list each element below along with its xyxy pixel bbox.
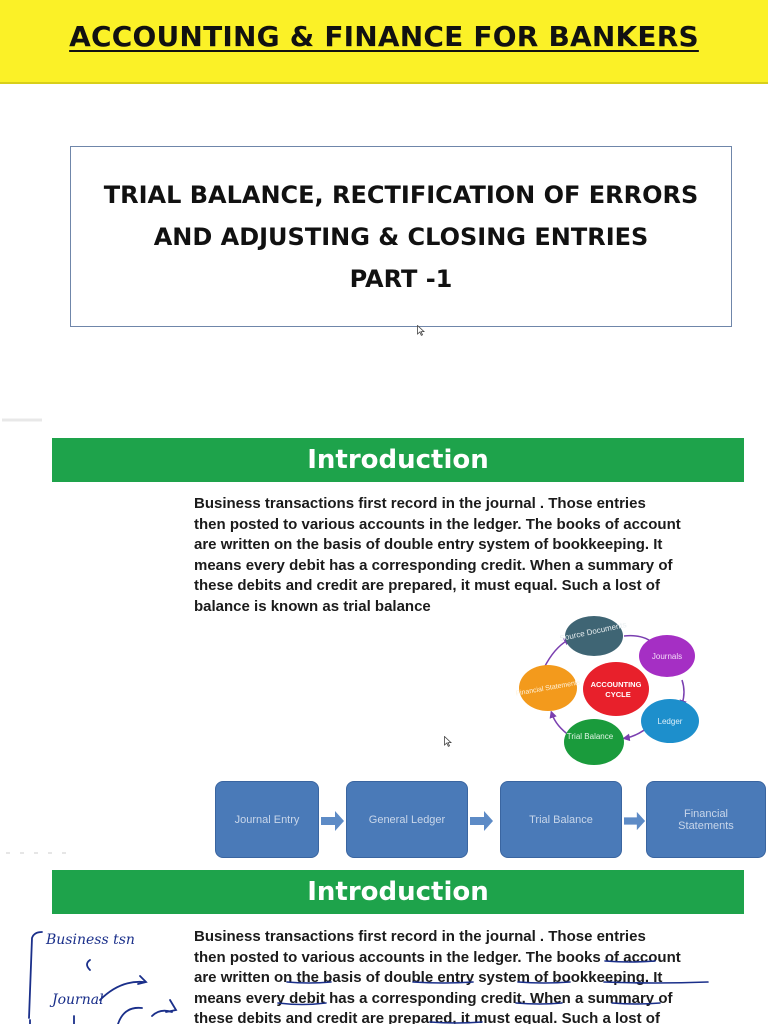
cycle-node-trial-balance	[564, 719, 624, 765]
cycle-center-label: ACCOUNTING	[591, 680, 642, 689]
slide2-line: are written on the basis of double entry…	[194, 969, 663, 987]
title-line-3: PART -1	[349, 265, 453, 293]
slide2-heading-bar: Introduction	[52, 870, 744, 914]
cycle-label: Trial Balance	[567, 732, 614, 741]
flow-step-financial-statements: Financial Statements	[646, 781, 766, 858]
slide2-paragraph: Business transactions first record in th…	[194, 927, 764, 1024]
flow-step-journal-entry: Journal Entry	[215, 781, 319, 858]
flow-step-label: Journal Entry	[234, 813, 300, 826]
header-banner: ACCOUNTING & FINANCE FOR BANKERS	[0, 0, 768, 84]
cycle-node-journals	[639, 635, 695, 677]
flow-arrow-icon	[321, 811, 344, 831]
accounting-cycle-diagram: Source Documents Journals ACCOUNTING CYC…	[515, 616, 699, 765]
slide1-heading: Introduction	[307, 445, 489, 475]
slide2-line: then posted to various accounts in the l…	[194, 948, 681, 966]
cycle-node-source-documents	[565, 616, 623, 656]
header-title: ACCOUNTING & FINANCE FOR BANKERS	[69, 20, 699, 53]
slide1-line: balance is known as trial balance	[194, 597, 431, 615]
flow-step-general-ledger: General Ledger	[346, 781, 468, 858]
cycle-node-center	[583, 662, 649, 716]
slide1-paragraph: Business transactions first record in th…	[194, 494, 764, 618]
cycle-label: Journals	[652, 652, 682, 661]
handwritten-notes: Business tsn Journal	[28, 931, 178, 1024]
handwriting-text: Journal	[49, 992, 104, 1008]
flow-arrow-icon	[470, 811, 493, 831]
faded-artifact	[6, 852, 66, 854]
slide1-heading-bar: Introduction	[52, 438, 744, 482]
slide2-line: Business transactions first record in th…	[194, 928, 646, 945]
flow-step-label: Financial Statements	[678, 807, 734, 832]
flow-arrow-icon	[624, 811, 646, 831]
slide1-line: are written on the basis of double entry…	[194, 536, 663, 554]
title-line-1: TRIAL BALANCE, RECTIFICATION OF ERRORS	[103, 181, 699, 209]
title-line-2: AND ADJUSTING & CLOSING ENTRIES	[153, 223, 649, 251]
flow-step-label: General Ledger	[368, 813, 446, 826]
faded-artifact	[2, 418, 42, 422]
cycle-node-ledger	[641, 699, 699, 743]
slide1-line: Business transactions first record in th…	[194, 495, 646, 512]
flow-step-label: Trial Balance	[529, 813, 593, 826]
slide1-line: means every debit has a corresponding cr…	[194, 556, 673, 574]
cycle-node-financial-statements	[519, 665, 577, 711]
mouse-cursor-icon	[444, 736, 452, 747]
flow-step-trial-balance: Trial Balance	[500, 781, 622, 858]
slide1-line: then posted to various accounts in the l…	[194, 515, 681, 533]
svg-text:CYCLE: CYCLE	[605, 690, 630, 699]
handwriting-text: Business tsn	[45, 932, 135, 948]
slide1-line: these debits and credit are prepared, it…	[194, 577, 660, 595]
slide2-line: these debits and credit are prepared, it…	[194, 1010, 660, 1024]
slide2-heading: Introduction	[307, 877, 489, 907]
title-box: TRIAL BALANCE, RECTIFICATION OF ERRORS A…	[70, 146, 732, 327]
mouse-cursor-icon	[417, 325, 425, 336]
cycle-label: Ledger	[658, 717, 683, 726]
slide2-line: means every debit has a corresponding cr…	[194, 989, 673, 1007]
